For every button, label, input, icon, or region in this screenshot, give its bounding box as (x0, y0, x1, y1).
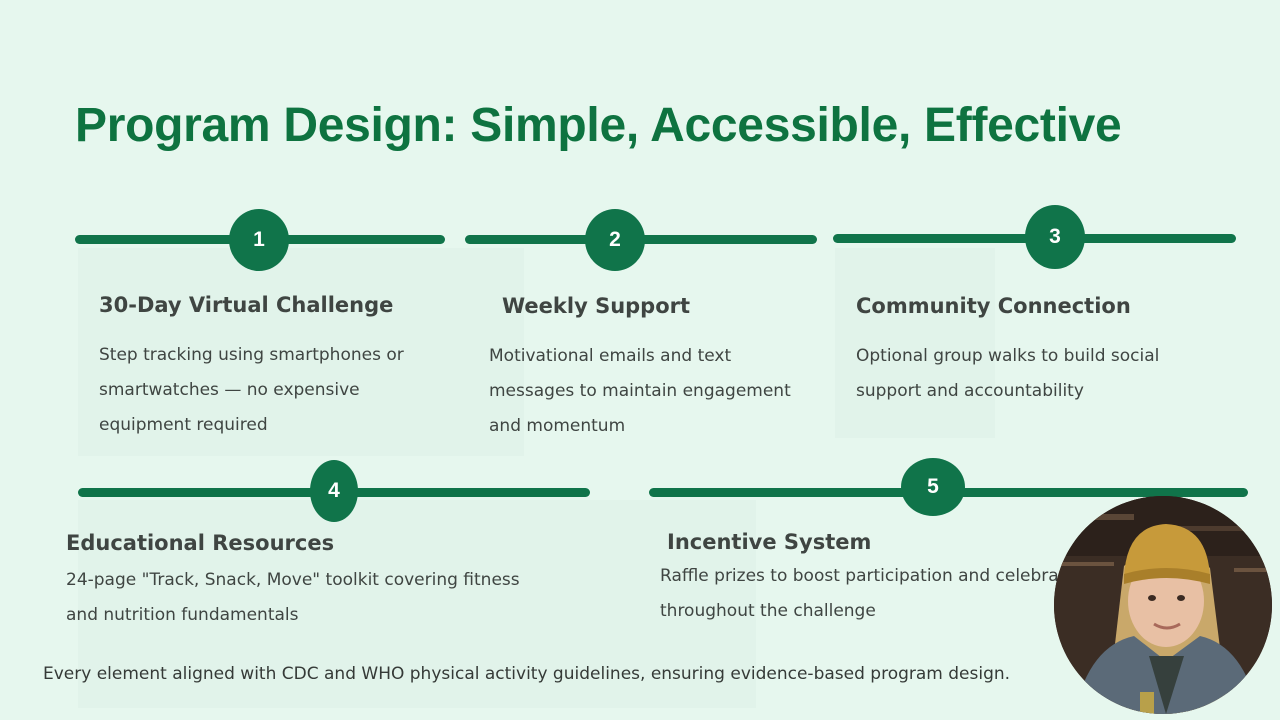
slide-title: Program Design: Simple, Accessible, Effe… (75, 99, 1122, 152)
step-4-panel (78, 500, 756, 708)
step-4-number-badge: 4 (310, 460, 358, 522)
presenter-video-icon (1054, 496, 1272, 714)
step-3-heading: Community Connection (856, 294, 1131, 318)
step-1-heading: 30-Day Virtual Challenge (99, 293, 394, 317)
step-2-description: Motivational emails and text messages to… (489, 346, 791, 436)
presenter-webcam (1054, 496, 1272, 714)
step-1-number-badge: 1 (229, 209, 289, 271)
step-5-number-badge: 5 (901, 458, 965, 516)
step-3-number-badge: 3 (1025, 205, 1085, 269)
step-4-description: 24-page "Track, Snack, Move" toolkit cov… (66, 570, 520, 625)
step-2-heading: Weekly Support (502, 294, 691, 318)
step-1-description: Step tracking using smartphones or smart… (99, 345, 404, 435)
step-3-description: Optional group walks to build social sup… (856, 346, 1160, 401)
step-5-description: Raffle prizes to boost participation and… (660, 566, 1076, 621)
step-2-number-badge: 2 (585, 209, 645, 271)
step-1-panel (78, 248, 524, 456)
step-5-heading: Incentive System (667, 530, 872, 554)
step-3-panel (835, 248, 995, 438)
step-4-heading: Educational Resources (66, 531, 335, 555)
slide-footer-note: Every element aligned with CDC and WHO p… (43, 664, 1011, 684)
